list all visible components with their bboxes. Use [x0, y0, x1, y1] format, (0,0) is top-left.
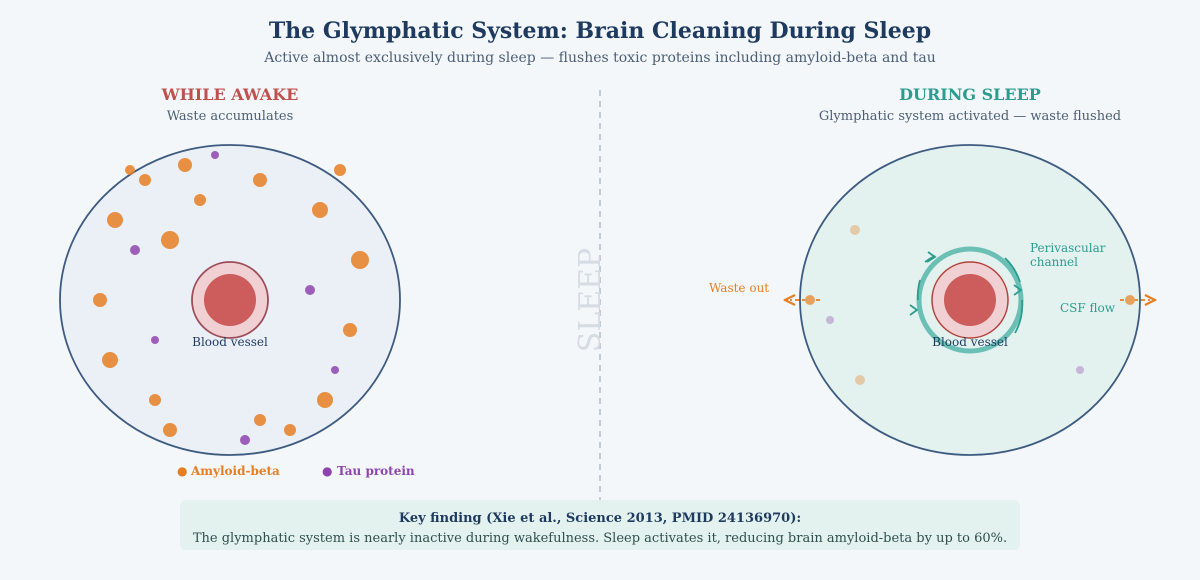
page-title: The Glymphatic System: Brain Cleaning Du…: [269, 18, 931, 44]
key-finding-box: Key finding (Xie et al., Science 2013, P…: [180, 500, 1020, 550]
sleep-subheading: Glymphatic system activated — waste flus…: [819, 109, 1121, 124]
awake-waste-particles: [93, 151, 369, 445]
page-subtitle: Active almost exclusively during sleep —…: [263, 50, 935, 66]
legend-amyloid-label: Amyloid-beta: [190, 464, 280, 478]
awake-amyloid-particle: [351, 251, 369, 269]
csf-arrowhead-top: [926, 251, 937, 263]
awake-amyloid-particle: [139, 174, 151, 186]
perivascular-channel: [916, 246, 1024, 354]
perivascular-label-line2: channel: [1030, 255, 1078, 269]
awake-tau-particle: [240, 435, 250, 445]
csf-arrow-right: [1004, 257, 1021, 283]
awake-tau-particle: [305, 285, 315, 295]
key-finding-body: The glymphatic system is nearly inactive…: [193, 531, 1007, 546]
sleep-residual-tau-particle: [826, 316, 834, 324]
awake-amyloid-particle: [317, 392, 333, 408]
legend-tau-marker: ●: [322, 464, 332, 478]
sleep-blood-vessel: [944, 274, 996, 326]
sleep-residual-particles: [826, 225, 1084, 385]
awake-blood-vessel: [204, 274, 256, 326]
awake-amyloid-particle: [93, 293, 107, 307]
sleep-panel: DURING SLEEP Glymphatic system activated…: [709, 85, 1150, 456]
awake-tau-particle: [130, 245, 140, 255]
awake-amyloid-particle: [163, 423, 177, 437]
sleep-residual-amyloid-particle: [855, 375, 865, 385]
waste-out-label: Waste out: [709, 281, 769, 295]
awake-tau-particle: [211, 151, 219, 159]
awake-amyloid-particle: [125, 165, 135, 175]
waste-out-arrow-left: [790, 295, 820, 305]
csf-flow-label: CSF flow: [1060, 301, 1116, 315]
awake-subheading: Waste accumulates: [167, 109, 294, 124]
sleep-heading: DURING SLEEP: [899, 85, 1041, 104]
csf-arrowhead-left: [909, 304, 919, 316]
csf-flow-arrows: [909, 251, 1024, 334]
awake-legend: ● Amyloid-beta ● Tau protein: [177, 464, 415, 478]
sleep-residual-amyloid-particle: [850, 225, 860, 235]
legend-amyloid-marker: ●: [177, 464, 187, 478]
awake-amyloid-particle: [107, 212, 123, 228]
awake-amyloid-particle: [149, 394, 161, 406]
awake-amyloid-particle: [102, 352, 118, 368]
csf-arrowhead-right: [1013, 284, 1023, 296]
legend-tau-label: Tau protein: [337, 464, 415, 478]
center-sleep-label: SLEEP: [573, 248, 608, 352]
awake-amyloid-particle: [312, 202, 328, 218]
sleep-residual-tau-particle: [1076, 366, 1084, 374]
awake-panel: WHILE AWAKE Waste accumulates Blood vess…: [59, 85, 415, 478]
awake-amyloid-particle: [254, 414, 266, 426]
csf-arrow-bottom-right: [1014, 299, 1024, 334]
csf-arrow-left: [916, 279, 921, 301]
awake-amyloid-particle: [194, 194, 206, 206]
awake-heading: WHILE AWAKE: [161, 85, 299, 104]
awake-amyloid-particle: [161, 231, 179, 249]
awake-amyloid-particle: [343, 323, 357, 337]
waste-particle-right: [1125, 295, 1135, 305]
awake-amyloid-particle: [178, 158, 192, 172]
awake-tau-particle: [331, 366, 339, 374]
sleep-vessel-label: Blood vessel: [932, 335, 1008, 349]
key-finding-background: [180, 500, 1020, 550]
key-finding-heading: Key finding (Xie et al., Science 2013, P…: [399, 511, 801, 526]
awake-vessel-label: Blood vessel: [192, 335, 268, 349]
awake-amyloid-particle: [284, 424, 296, 436]
waste-particle-left: [805, 295, 815, 305]
awake-tau-particle: [151, 336, 159, 344]
awake-amyloid-particle: [334, 164, 346, 176]
perivascular-label-line1: Perivascular: [1030, 241, 1106, 255]
awake-amyloid-particle: [253, 173, 267, 187]
waste-out-arrow-right: [1120, 295, 1150, 305]
